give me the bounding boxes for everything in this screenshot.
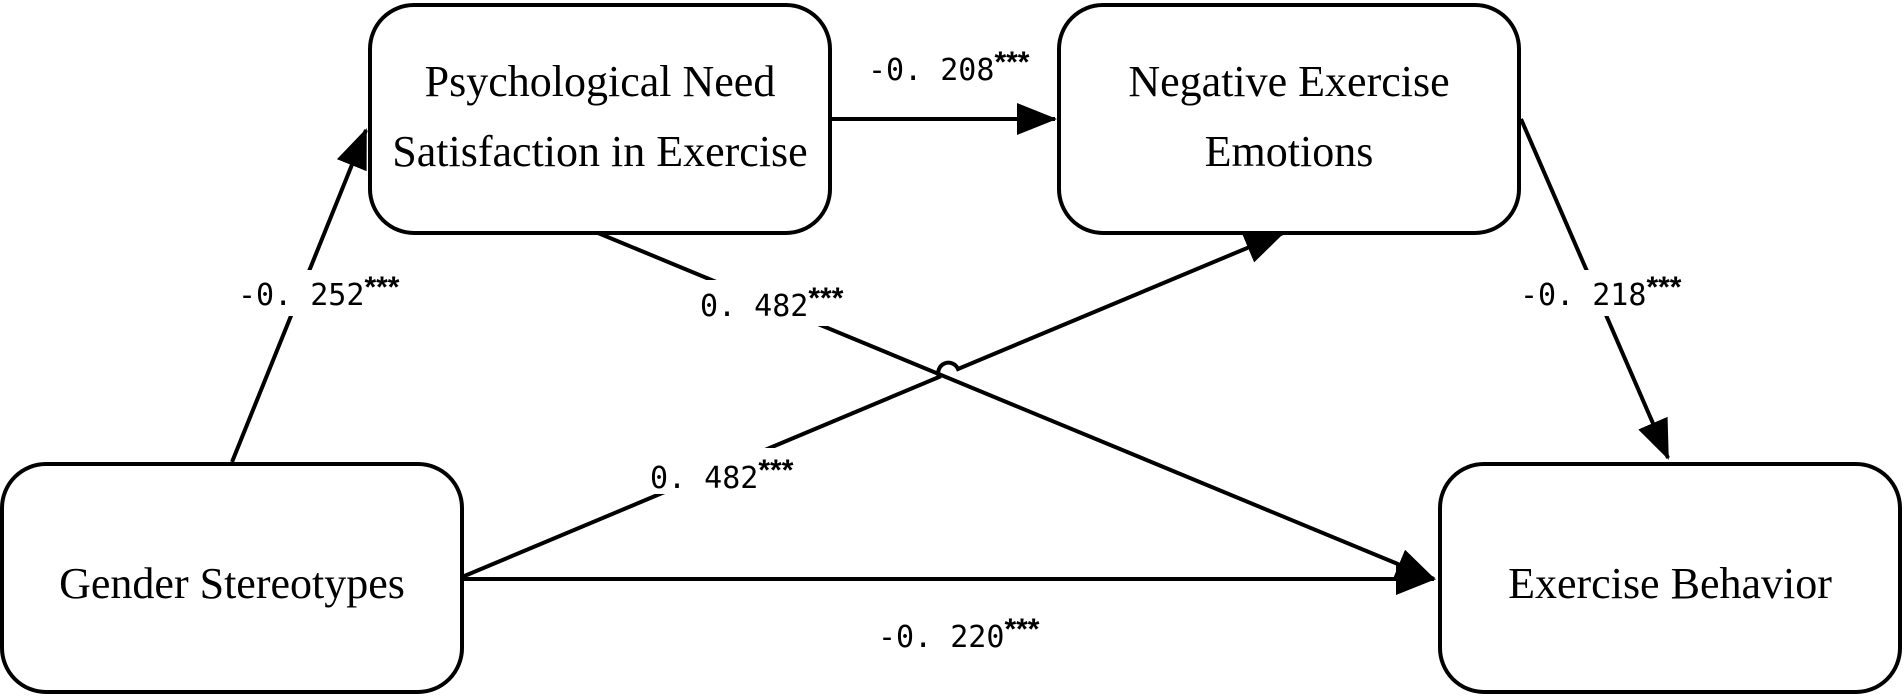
node-negative-line1: Negative Exercise (1128, 57, 1449, 106)
node-psych-line2: Satisfaction in Exercise (392, 127, 807, 176)
coef-gender-to-psych: -0. 252*** (236, 270, 400, 316)
node-gender-stereotypes: Gender Stereotypes (0, 462, 464, 694)
node-gender-label: Gender Stereotypes (59, 559, 405, 608)
coef-psych-to-negative-value: -0. 208 (868, 53, 994, 88)
node-exercise-behavior: Exercise Behavior (1438, 462, 1902, 694)
svg-text:0. 482***: 0. 482*** (700, 282, 844, 324)
coef-gender-to-negative-value: 0. 482 (650, 461, 758, 496)
coef-gender-to-behavior-sig: *** (1004, 613, 1039, 646)
svg-text:-0. 208***: -0. 208*** (868, 46, 1030, 88)
node-negative-line2: Emotions (1205, 127, 1374, 176)
coef-gender-to-behavior-value: -0. 220 (878, 620, 1004, 655)
node-behavior-label: Exercise Behavior (1508, 559, 1832, 608)
coef-negative-to-behavior-sig: *** (1646, 271, 1681, 304)
svg-text:-0. 252***: -0. 252*** (238, 271, 400, 313)
node-psych-line1: Psychological Need (425, 57, 776, 106)
coef-gender-to-behavior: -0. 220*** (878, 613, 1040, 655)
coef-gender-to-psych-sig: *** (364, 271, 399, 304)
coef-gender-to-negative-sig: *** (758, 454, 793, 487)
coef-psych-to-negative-sig: *** (994, 46, 1029, 79)
svg-text:0. 482***: 0. 482*** (650, 454, 794, 496)
coef-psych-to-negative: -0. 208*** (868, 46, 1030, 88)
node-negative-exercise-emotions: Negative Exercise Emotions (1057, 3, 1521, 235)
node-psychological-need-satisfaction: Psychological Need Satisfaction in Exerc… (368, 3, 832, 235)
svg-text:-0. 220***: -0. 220*** (878, 613, 1040, 655)
coef-psych-to-behavior-sig: *** (808, 282, 843, 315)
coef-gender-to-negative: 0. 482*** (646, 448, 794, 496)
coef-psych-to-behavior: 0. 482*** (696, 280, 844, 326)
svg-text:-0. 218***: -0. 218*** (1520, 271, 1682, 313)
edge-gender-to-negative (461, 231, 1285, 579)
coef-negative-to-behavior-value: -0. 218 (1520, 278, 1646, 313)
coef-gender-to-psych-value: -0. 252 (238, 278, 364, 313)
coef-negative-to-behavior: -0. 218*** (1518, 270, 1682, 316)
coef-psych-to-behavior-value: 0. 482 (700, 289, 808, 324)
